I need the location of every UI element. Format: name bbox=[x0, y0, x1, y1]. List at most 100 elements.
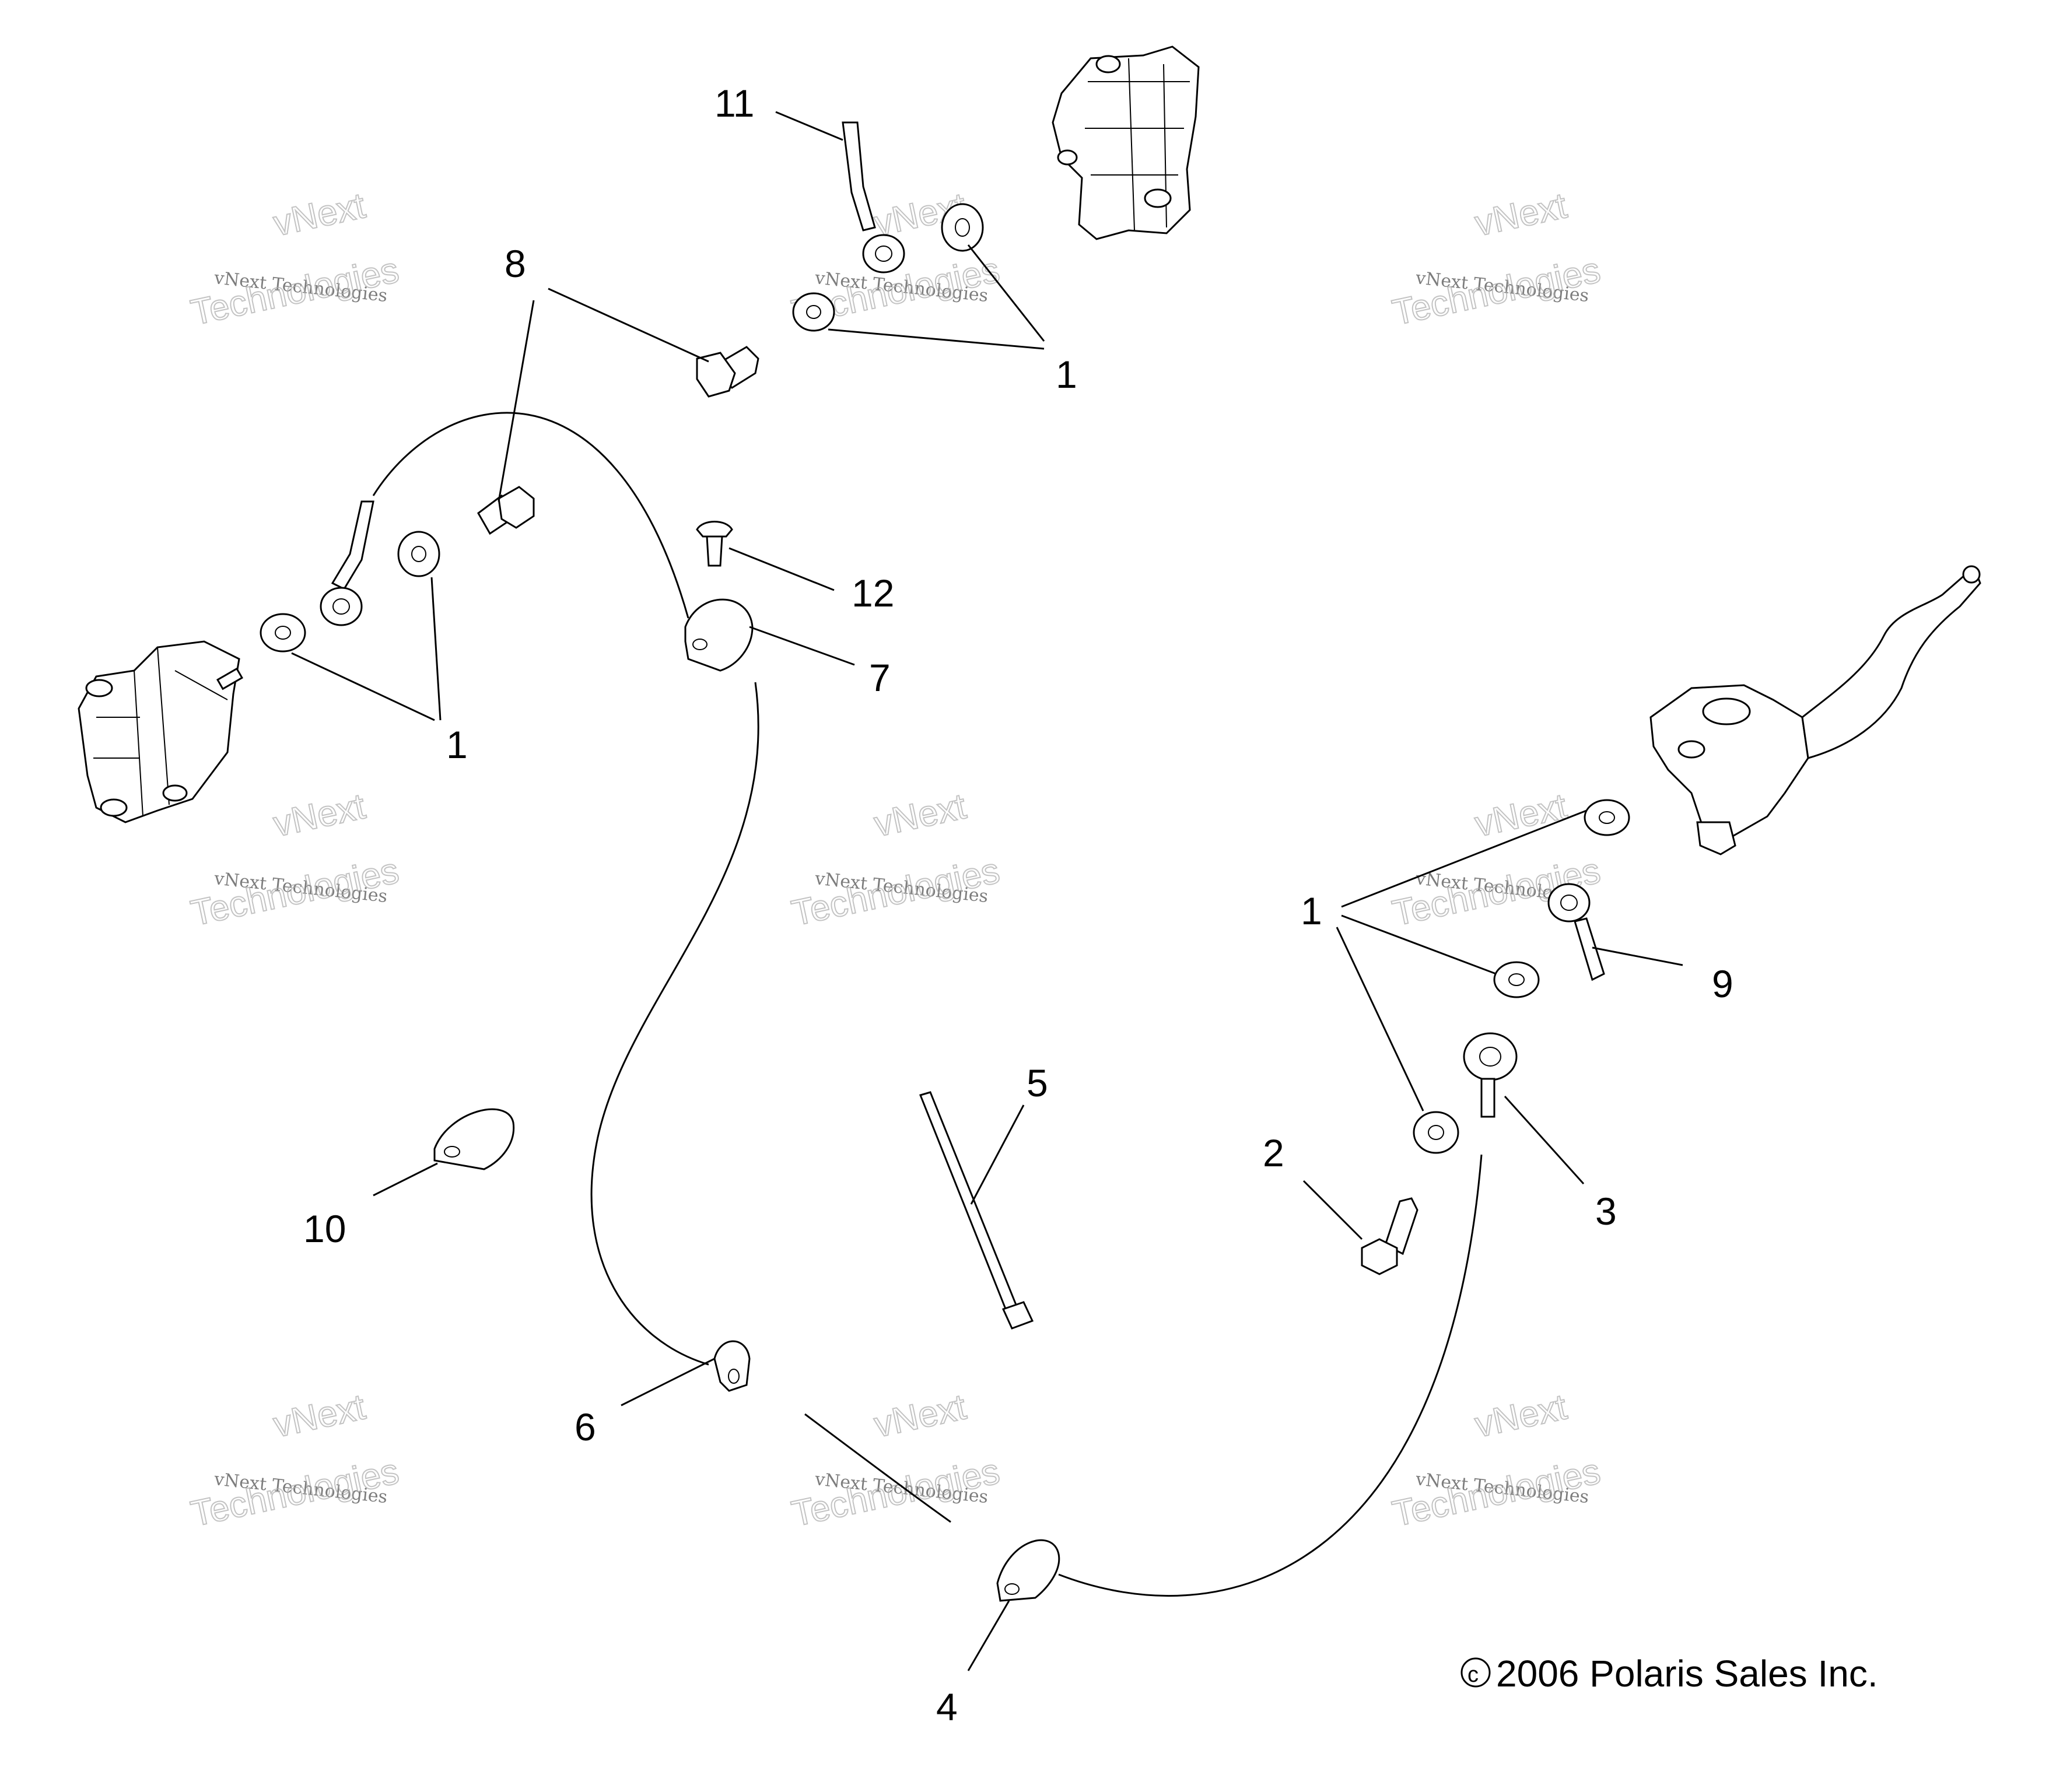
watermark-brand: vNext bbox=[270, 185, 369, 244]
washer bbox=[1493, 961, 1540, 998]
banjo-eye-hole bbox=[875, 246, 892, 262]
callout-9: 9 bbox=[1712, 962, 1733, 1005]
leader-8 bbox=[548, 287, 709, 363]
part-6-clamp bbox=[713, 1340, 751, 1392]
part-12-push-rivet bbox=[696, 521, 733, 567]
right-hose-segment bbox=[1058, 1154, 1483, 1597]
washer bbox=[260, 613, 306, 653]
caliper-mount-hole bbox=[85, 679, 113, 697]
callout-12: 12 bbox=[852, 571, 894, 615]
part-10-clamp bbox=[433, 1108, 515, 1170]
leader-1-left bbox=[430, 577, 442, 721]
washer bbox=[1413, 1111, 1459, 1154]
caliper-mount-hole bbox=[1144, 188, 1172, 208]
hose-fitting bbox=[842, 121, 876, 232]
callout-numbers: 11 8 1 12 7 1 1 9 5 2 3 10 6 4 bbox=[303, 82, 1733, 1728]
leader-1-right bbox=[1341, 809, 1587, 908]
clamp-loop bbox=[433, 1108, 515, 1170]
watermark: vNext vNext Technologies Technologies bbox=[187, 185, 402, 334]
copyright-symbol-letter: c bbox=[1467, 1663, 1479, 1687]
left-brake-caliper bbox=[78, 640, 244, 823]
watermark-brand: vNext bbox=[1472, 1387, 1570, 1445]
washer bbox=[397, 531, 440, 577]
master-cylinder-assembly bbox=[1649, 565, 1981, 855]
watermark-large: Technologies bbox=[1389, 250, 1603, 334]
tie-strap bbox=[919, 1091, 1019, 1314]
watermark-large: Technologies bbox=[788, 1451, 1003, 1535]
callout-5: 5 bbox=[1027, 1061, 1048, 1104]
master-cylinder-body bbox=[1649, 684, 1809, 841]
banjo-eye bbox=[1547, 883, 1591, 923]
tie-head bbox=[1001, 1301, 1034, 1330]
banjo-stem bbox=[1480, 1078, 1495, 1118]
mount-hole bbox=[1677, 740, 1705, 759]
caliper-detail bbox=[1085, 58, 1190, 231]
watermark-large: Technologies bbox=[1389, 1451, 1603, 1535]
reservoir-cap bbox=[1702, 697, 1751, 725]
clamp-loop bbox=[996, 1539, 1060, 1602]
leader-2 bbox=[1302, 1180, 1363, 1240]
part-9-banjo bbox=[1547, 883, 1605, 981]
watermark-brand: vNext bbox=[871, 786, 969, 844]
watermark-brand: vNext bbox=[871, 1387, 969, 1445]
part-7-clamp bbox=[684, 598, 754, 672]
lever-tip bbox=[1962, 565, 1981, 584]
caliper-mount-hole bbox=[1095, 55, 1121, 73]
watermark-large: Technologies bbox=[187, 851, 402, 934]
callout-1-top: 1 bbox=[1056, 353, 1077, 396]
washer bbox=[792, 292, 835, 332]
banjo-eye-hole bbox=[1560, 895, 1578, 911]
callout-3: 3 bbox=[1595, 1190, 1617, 1233]
bleeder-valve bbox=[216, 667, 244, 690]
watermarks: vNext vNext Technologies Technologies vN… bbox=[187, 185, 1604, 1535]
leader-1-top bbox=[828, 328, 1045, 350]
banjo-eye-hole bbox=[1479, 1047, 1501, 1067]
part-2-bolt bbox=[1361, 1197, 1418, 1275]
clamp-loop bbox=[684, 598, 754, 672]
clamp-hole bbox=[1004, 1583, 1020, 1595]
watermark: vNext vNext Technologies Technologies bbox=[187, 1386, 402, 1535]
leader-4 bbox=[967, 1600, 1010, 1671]
watermark-brand: vNext bbox=[1472, 185, 1570, 244]
banjo-port bbox=[1696, 821, 1736, 855]
clamp-hole bbox=[692, 639, 707, 650]
caliper-detail bbox=[93, 647, 228, 817]
part-3-banjo bbox=[1463, 1032, 1518, 1118]
callout-2: 2 bbox=[1263, 1131, 1284, 1174]
left-hose-end bbox=[320, 500, 374, 626]
leader-3 bbox=[1504, 1095, 1585, 1185]
callout-7: 7 bbox=[869, 656, 891, 699]
bolt-head bbox=[696, 352, 736, 398]
part-11-hose-end bbox=[842, 121, 905, 273]
hose-fitting bbox=[331, 500, 374, 590]
clamp-hole bbox=[728, 1369, 740, 1384]
upper-brake-caliper bbox=[1052, 45, 1200, 240]
bolt-head bbox=[498, 486, 535, 529]
callout-11: 11 bbox=[714, 82, 755, 125]
leader-7 bbox=[749, 626, 855, 666]
leader-1-right bbox=[1341, 914, 1497, 975]
leader-1-left bbox=[291, 652, 435, 721]
leader-1-top bbox=[967, 244, 1045, 342]
banjo-eye bbox=[862, 234, 905, 273]
banjo-eye bbox=[1463, 1032, 1518, 1081]
copyright-notice: c 2006 Polaris Sales Inc. bbox=[1460, 1653, 1878, 1695]
copyright-symbol bbox=[1460, 1657, 1491, 1688]
callout-10: 10 bbox=[303, 1207, 346, 1250]
bolt-shank bbox=[1384, 1197, 1418, 1256]
lower-hose-segment bbox=[804, 1413, 951, 1523]
watermark-large: Technologies bbox=[788, 851, 1003, 934]
leader-6 bbox=[621, 1358, 715, 1407]
watermark: vNext vNext Technologies Technologies bbox=[187, 785, 402, 934]
caliper-mount-hole bbox=[1057, 149, 1078, 166]
watermark: vNext vNext Technologies Technologies bbox=[787, 785, 1003, 934]
upper-hose-segment bbox=[372, 412, 689, 619]
leader-5 bbox=[970, 1104, 1025, 1205]
leader-12 bbox=[728, 547, 835, 591]
callout-4: 4 bbox=[936, 1685, 958, 1728]
banjo-eye-hole bbox=[332, 598, 350, 615]
rivet-body bbox=[706, 535, 723, 567]
bolt-head bbox=[1361, 1238, 1398, 1275]
callout-1-left: 1 bbox=[446, 723, 468, 766]
watermark-brand: vNext bbox=[270, 786, 369, 844]
